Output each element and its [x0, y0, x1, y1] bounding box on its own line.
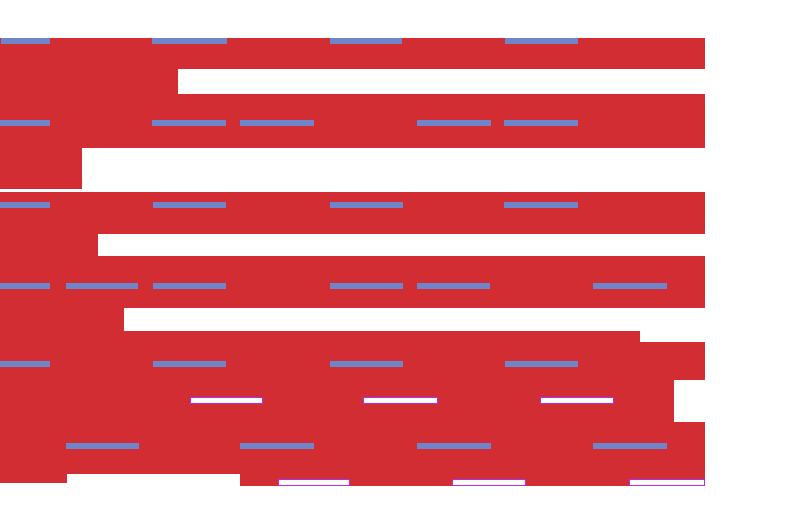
- redacted-text-block: [0, 256, 705, 308]
- redacted-text-block: [0, 69, 178, 94]
- link-bar[interactable]: [0, 202, 50, 208]
- link-bar[interactable]: [0, 283, 50, 289]
- link-bar[interactable]: [417, 283, 490, 289]
- redacted-text-block: [0, 94, 705, 148]
- redacted-text-block: [0, 192, 705, 234]
- link-bar[interactable]: [0, 120, 50, 126]
- link-bar[interactable]: [330, 283, 403, 289]
- link-bar[interactable]: [505, 38, 578, 44]
- link-bar[interactable]: [1, 38, 50, 44]
- link-bar[interactable]: [330, 38, 402, 44]
- link-bar[interactable]: [504, 202, 578, 208]
- link-bar[interactable]: [240, 120, 314, 126]
- link-bar[interactable]: [153, 283, 226, 289]
- link-bar[interactable]: [153, 361, 226, 367]
- redacted-text-block: [0, 148, 82, 189]
- highlighted-link-bar[interactable]: [452, 479, 526, 486]
- redacted-text-block: [0, 308, 124, 331]
- link-bar[interactable]: [152, 120, 226, 126]
- link-bar[interactable]: [0, 361, 50, 367]
- redacted-text-block: [0, 234, 98, 256]
- link-bar[interactable]: [417, 443, 491, 449]
- highlighted-link-bar[interactable]: [190, 397, 263, 404]
- highlighted-link-bar[interactable]: [629, 479, 705, 486]
- highlighted-link-bar[interactable]: [540, 397, 614, 404]
- link-bar[interactable]: [66, 443, 139, 449]
- highlighted-link-bar[interactable]: [278, 479, 350, 486]
- link-bar[interactable]: [504, 120, 578, 126]
- redacted-text-block: [0, 331, 640, 342]
- link-bar[interactable]: [330, 202, 403, 208]
- link-bar[interactable]: [593, 283, 667, 289]
- link-bar[interactable]: [66, 283, 138, 289]
- link-bar[interactable]: [417, 120, 491, 126]
- link-bar[interactable]: [593, 443, 667, 449]
- link-bar[interactable]: [505, 361, 578, 367]
- link-bar[interactable]: [330, 361, 403, 367]
- link-bar[interactable]: [152, 38, 227, 44]
- redacted-text-block: [0, 474, 67, 483]
- link-bar[interactable]: [240, 443, 314, 449]
- highlighted-link-bar[interactable]: [363, 397, 438, 404]
- link-bar[interactable]: [153, 202, 226, 208]
